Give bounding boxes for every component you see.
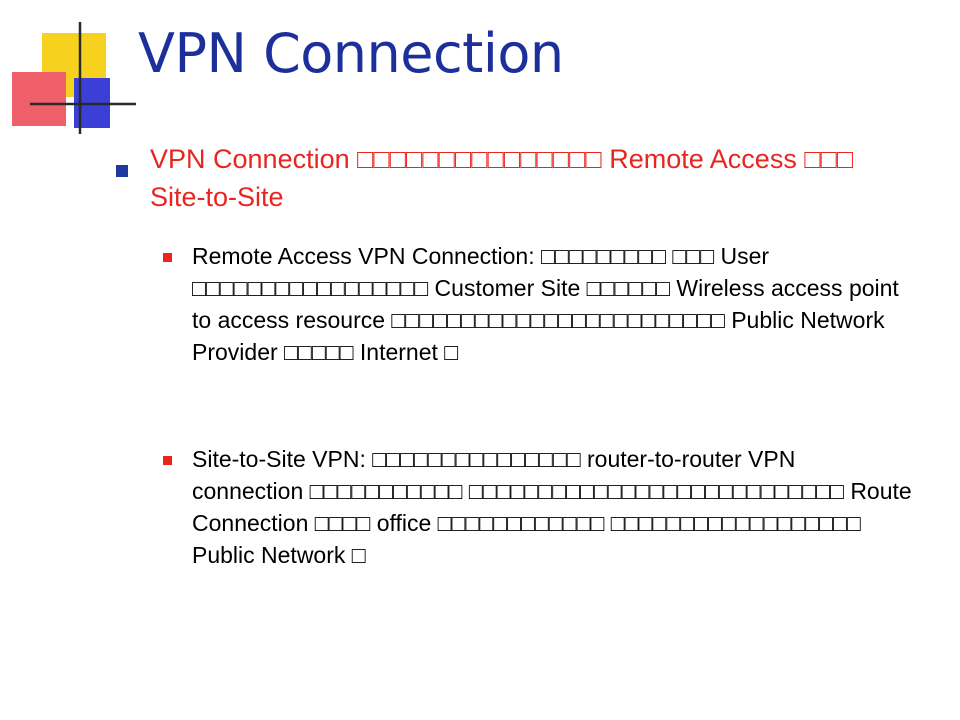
slide-title: VPN Connection <box>138 22 564 85</box>
sub-bullet-marker <box>163 253 172 262</box>
main-bullet-marker <box>116 165 128 177</box>
sub-bullet-marker <box>163 456 172 465</box>
sub-bullet-site-to-site: Site-to-Site VPN: □□□□□□□□□□□□□□□ router… <box>192 446 912 568</box>
main-bullet-text: VPN Connection □□□□□□□□□□□□□□□ Remote Ac… <box>150 144 854 212</box>
sub-bullet-remote-access: Remote Access VPN Connection: □□□□□□□□□ … <box>192 243 899 365</box>
decorative-corner-squares <box>12 22 136 134</box>
deco-red-square <box>12 72 66 126</box>
